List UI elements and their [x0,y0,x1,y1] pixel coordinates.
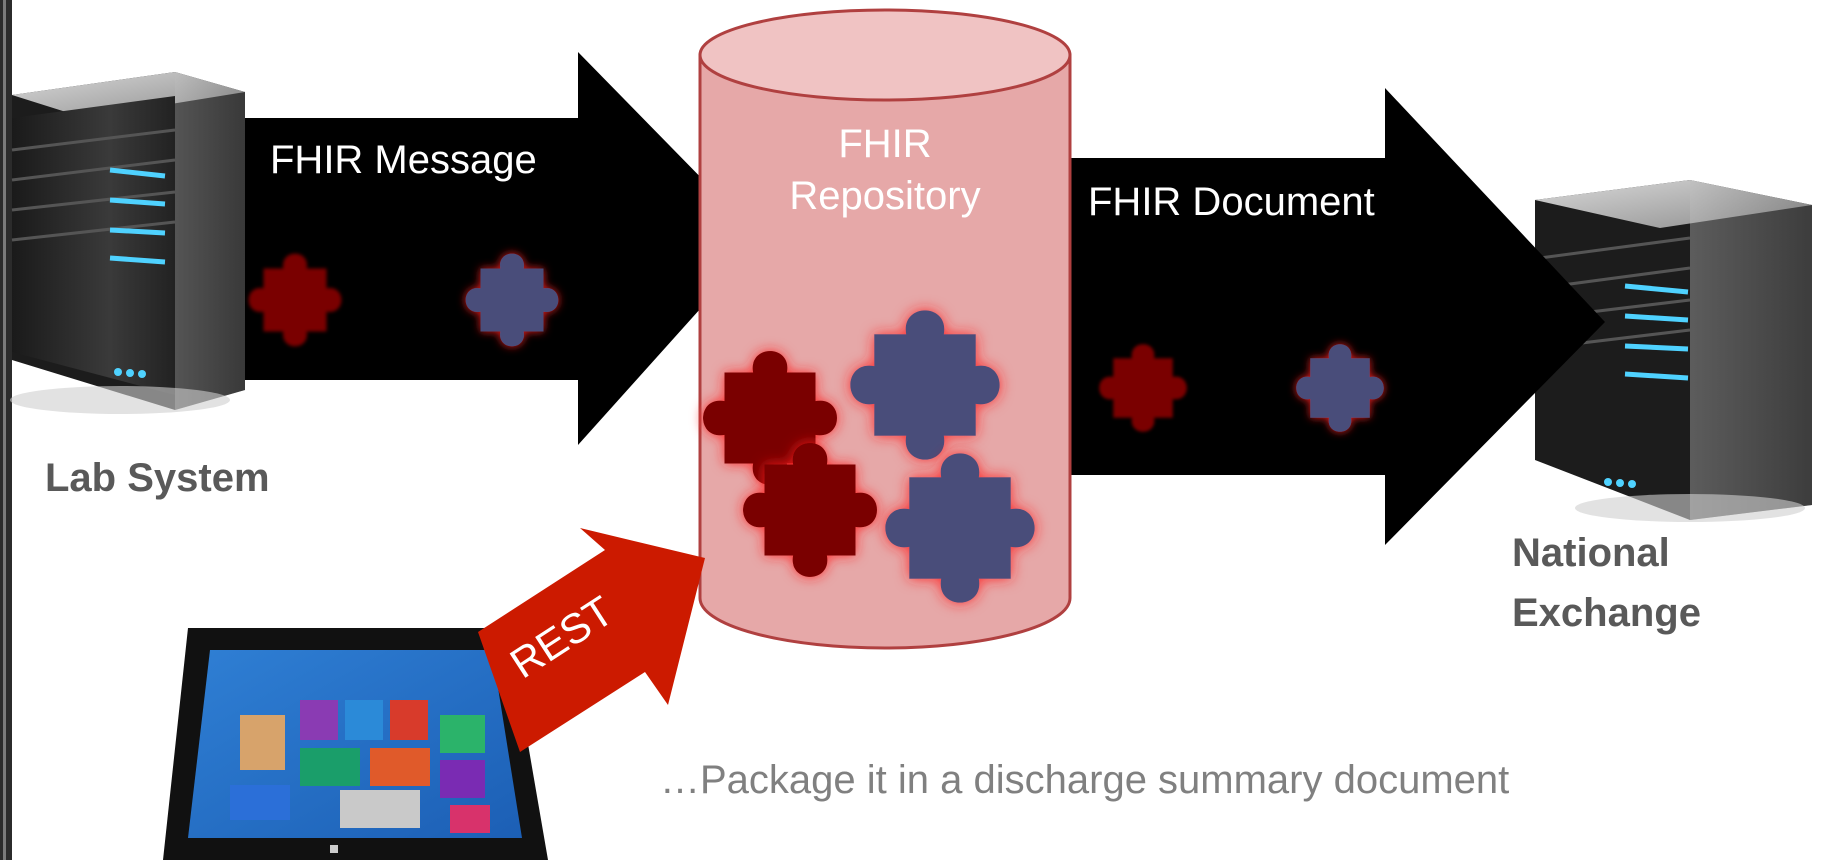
repository-label-line1: FHIR [838,122,932,166]
lab-server-icon [10,72,245,414]
fhir-document-label: FHIR Document [1088,180,1375,224]
national-exchange-label-line1: National [1512,531,1670,575]
fhir-repository-cylinder [698,8,1072,650]
national-exchange-server-icon [1535,180,1812,522]
rest-arrow [478,528,705,752]
national-exchange-label-line2: Exchange [1512,591,1701,635]
tablet-icon [163,628,548,860]
fhir-message-arrow [245,52,762,445]
fhir-document-arrow [1050,88,1605,545]
repository-label-line2: Repository [789,174,981,218]
lab-system-label: Lab System [45,456,270,500]
fhir-message-label: FHIR Message [270,138,537,182]
slide-left-border [0,0,12,860]
discharge-summary-caption: …Package it in a discharge summary docum… [660,758,1510,802]
